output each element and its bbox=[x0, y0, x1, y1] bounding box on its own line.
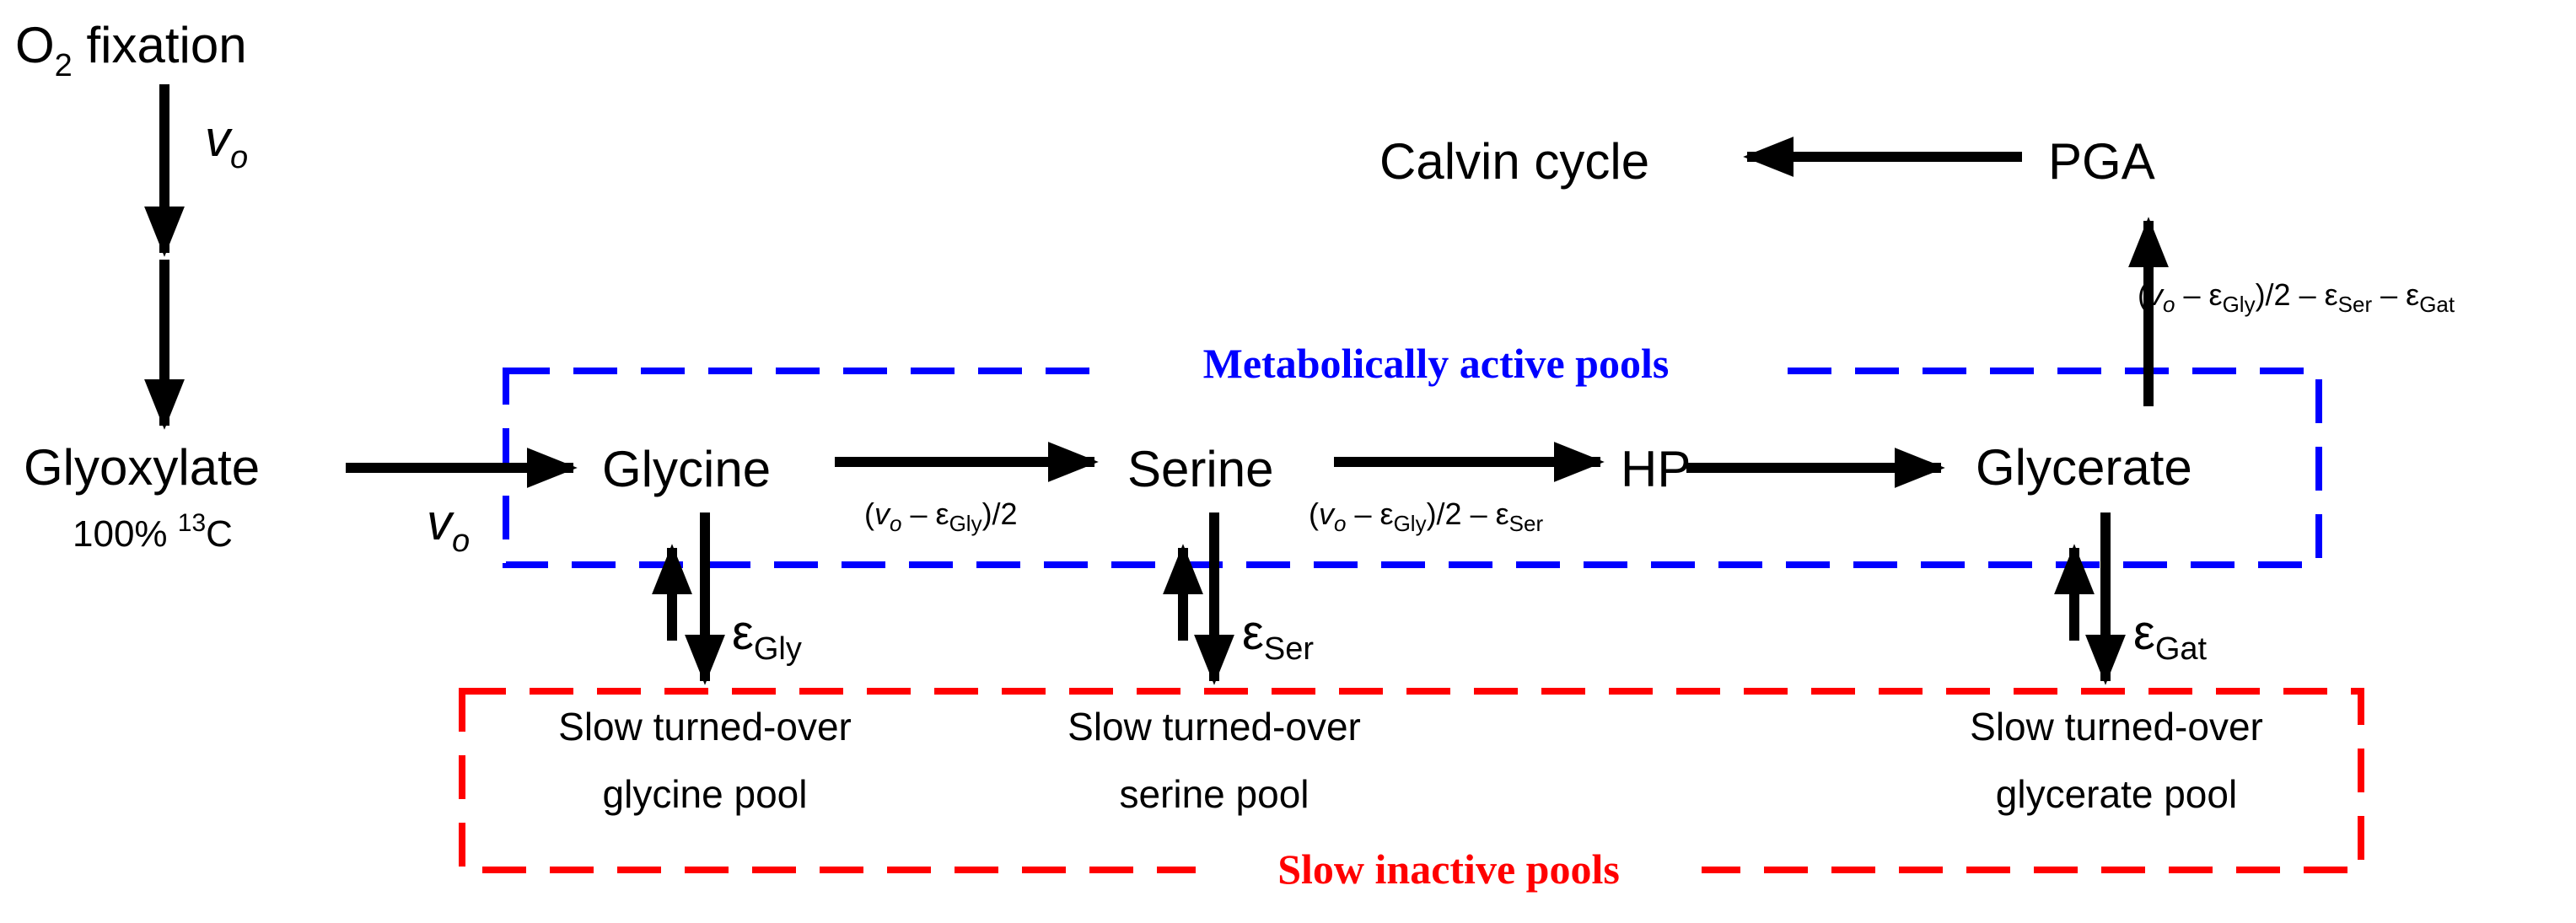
node-hp: HP bbox=[1621, 441, 1691, 497]
pool-serine-line1: Slow turned-over bbox=[1068, 705, 1361, 749]
node-glycerate: Glycerate bbox=[1976, 439, 2192, 496]
flux-vo-o2: vo bbox=[205, 110, 248, 175]
node-calvin-cycle: Calvin cycle bbox=[1379, 133, 1649, 190]
inactive-pools-title: Slow inactive pools bbox=[1277, 845, 1620, 893]
glyoxylate-label-13c: 100% 13C bbox=[73, 509, 233, 555]
pool-glycerate-line1: Slow turned-over bbox=[1970, 705, 2263, 749]
eps-gly: εGly bbox=[732, 605, 802, 667]
pool-glycine-line2: glycine pool bbox=[603, 772, 808, 816]
active-pools-title: Metabolically active pools bbox=[1203, 340, 1670, 387]
pool-glycine-line1: Slow turned-over bbox=[558, 705, 852, 749]
flux-glycerate-pga: (vo – εGly)/2 – εSer – εGat bbox=[2138, 277, 2455, 317]
pool-serine-line2: serine pool bbox=[1119, 772, 1309, 816]
title-bg-active bbox=[1100, 337, 1771, 405]
flux-glycine-serine: (vo – εGly)/2 bbox=[864, 496, 1018, 536]
node-pga: PGA bbox=[2048, 133, 2155, 190]
pool-glycerate-line2: glycerate pool bbox=[1996, 772, 2237, 816]
node-serine: Serine bbox=[1127, 441, 1273, 497]
node-o2-fixation: O2 fixation bbox=[15, 17, 247, 83]
title-bg-inactive bbox=[1196, 836, 1702, 904]
eps-ser: εSer bbox=[1242, 605, 1314, 667]
inactive-pools-box bbox=[459, 688, 2364, 873]
flux-serine-hp: (vo – εGly)/2 – εSer bbox=[1309, 496, 1543, 536]
eps-gat: εGat bbox=[2133, 605, 2208, 667]
node-glycine: Glycine bbox=[602, 441, 771, 497]
node-glyoxylate: Glyoxylate bbox=[24, 439, 260, 496]
flux-vo-glyoxylate: vo bbox=[427, 494, 470, 559]
